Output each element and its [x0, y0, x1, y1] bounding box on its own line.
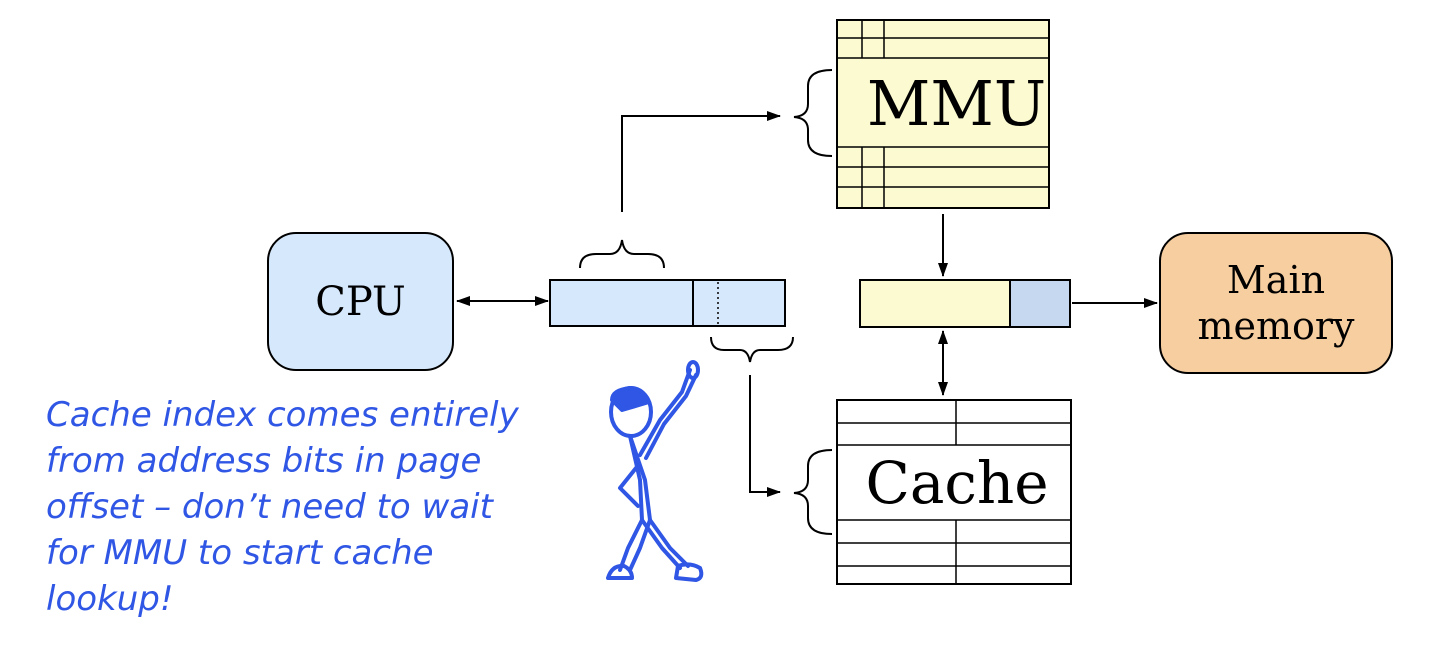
cache-table — [836, 399, 1072, 585]
cpu-box — [267, 232, 454, 371]
page-offset-brace — [710, 336, 794, 363]
main-memory-label-line-1: Main — [1226, 258, 1326, 302]
cpu-label: CPU — [268, 233, 453, 370]
cache-label: Cache — [852, 446, 1062, 520]
main-memory-label-line-2: memory — [1197, 304, 1355, 348]
cache-input-brace — [793, 449, 833, 535]
main-memory-box — [1159, 232, 1393, 374]
annotation-note: Cache index comes entirely from address … — [46, 392, 586, 622]
vpn-to-mmu-line — [621, 111, 781, 212]
offset-to-cache-line — [749, 375, 781, 497]
note-line-2: from address bits in page — [46, 441, 482, 481]
virtual-address-register — [549, 279, 786, 327]
mmu-table — [836, 19, 1050, 209]
page-number-brace — [579, 239, 665, 269]
note-line-3: offset – don’t need to wait — [46, 487, 493, 527]
physical-address-register — [859, 279, 1071, 328]
cache-label-text: Cache — [865, 449, 1049, 517]
note-line-4: for MMU to start cache — [46, 533, 434, 573]
main-memory-label: Main memory — [1160, 233, 1392, 373]
stick-figure — [606, 360, 704, 582]
mmu-label-text: MMU — [866, 66, 1047, 140]
note-line-1: Cache index comes entirely — [46, 395, 519, 435]
note-line-5: lookup! — [46, 579, 174, 619]
cpu-label-text: CPU — [315, 278, 406, 325]
mmu-input-brace — [793, 69, 833, 157]
mmu-label: MMU — [864, 60, 1049, 146]
